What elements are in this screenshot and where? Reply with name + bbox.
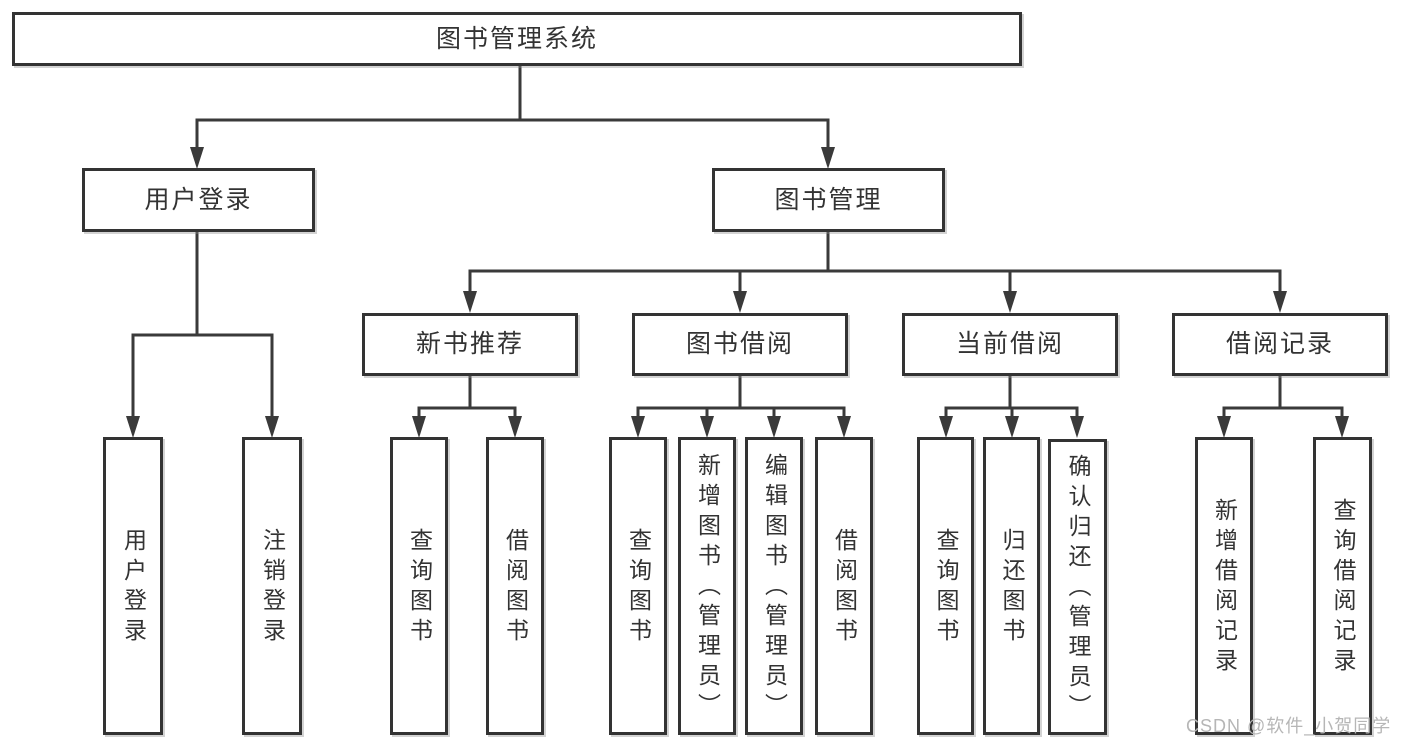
node-user-login: 用户登录 [82,168,315,232]
node-current-borrow: 当前借阅 [902,313,1118,376]
connector-book-borrow-children [631,374,851,438]
leaf-borrow-query-books: 查询图书 [609,437,667,735]
node-root-system: 图书管理系统 [12,12,1022,66]
node-book-management: 图书管理 [712,168,945,232]
leaf-logout: 注销登录 [242,437,302,735]
connector-book-mgmt-modules [463,230,1287,313]
node-borrow-records: 借阅记录 [1172,313,1388,376]
connector-root-to-level2 [190,64,835,169]
leaf-current-confirm-return-admin: 确认归还（管理员） [1048,439,1107,735]
leaf-current-query-books: 查询图书 [917,437,974,735]
node-book-borrow: 图书借阅 [632,313,848,376]
connector-new-book-children [412,374,522,438]
node-new-book-recommend: 新书推荐 [362,313,578,376]
leaf-record-query-borrow-record: 查询借阅记录 [1313,437,1372,735]
connector-user-login-children [126,230,279,438]
leaf-current-return-books: 归还图书 [983,437,1040,735]
leaf-newbook-borrow-books: 借阅图书 [486,437,544,735]
connector-current-borrow-children [939,374,1084,438]
leaf-user-login: 用户登录 [103,437,163,735]
leaf-record-add-borrow-record: 新增借阅记录 [1195,437,1253,735]
leaf-borrow-edit-books-admin: 编辑图书（管理员） [745,437,803,735]
leaf-newbook-query-books: 查询图书 [390,437,448,735]
connector-borrow-record-children [1217,374,1349,438]
leaf-borrow-borrow-books: 借阅图书 [815,437,873,735]
csdn-watermark: CSDN @软件_小贺同学 [1186,716,1392,736]
leaf-borrow-add-books-admin: 新增图书（管理员） [678,437,736,735]
